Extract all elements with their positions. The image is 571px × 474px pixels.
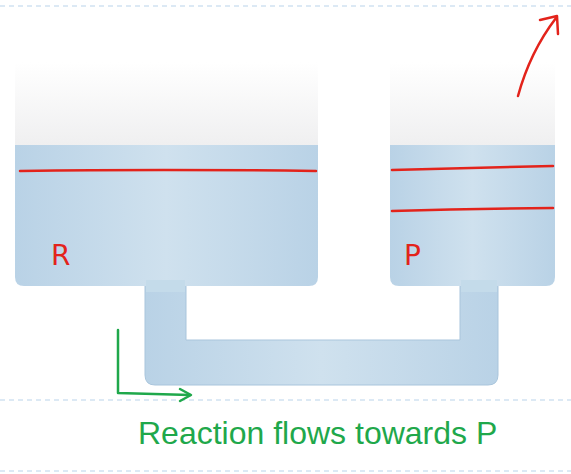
caption-note: Reaction flows towards P: [138, 415, 497, 452]
dashed-rule: [0, 6, 571, 471]
vessel: R: [15, 145, 318, 286]
rise-arrow: [518, 16, 558, 96]
vessel-air: [15, 62, 318, 152]
vessel: P: [390, 145, 555, 286]
connecting-tube: [145, 270, 498, 385]
vessel-label: R: [51, 239, 70, 272]
vessel-label: P: [404, 239, 421, 272]
vessel-air: [390, 62, 555, 152]
tube-join: [146, 280, 185, 292]
level-mark: [20, 166, 553, 211]
vessel-water: [15, 145, 318, 286]
tube-join: [461, 280, 497, 292]
flow-arrow: [118, 330, 191, 401]
vessel-water: [390, 145, 555, 286]
